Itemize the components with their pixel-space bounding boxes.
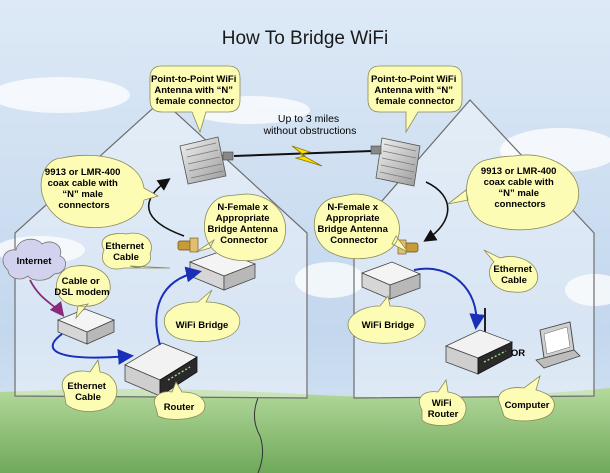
svg-text:N-Female x Appropriate: N-Female x Appropriate Bridge Antenna Co… [207, 202, 280, 246]
svg-text:Ethernet Cable: Ethernet Cable [105, 241, 146, 263]
computer-icon [535, 321, 581, 369]
right-ethernet-callout: Ethernet Cable [483, 249, 539, 293]
svg-text:Computer: Computer [505, 400, 550, 411]
left-coax-callout: 9913 or LMR-400 coax cable with “N” male… [40, 155, 160, 229]
svg-text:Point-to-Point WiFi Ante: Point-to-Point WiFi Antenna with “N” fem… [371, 74, 459, 107]
internet-link [29, 279, 65, 317]
left-coax-cable [147, 178, 185, 237]
lightning-bolt-icon [291, 145, 323, 167]
computer-callout: Computer [498, 374, 555, 422]
svg-text:WiFi Bridge: WiFi Bridge [362, 320, 415, 331]
left-ethernet-cable-top [155, 266, 202, 346]
wifi-router-icon [444, 308, 514, 375]
svg-text:Point-to-Point WiFi Ante: Point-to-Point WiFi Antenna with “N” fem… [151, 74, 239, 107]
right-wifi-bridge-icon [360, 261, 422, 300]
internet-label: Internet [17, 256, 53, 267]
page-title: How To Bridge WiFi [222, 28, 388, 49]
right-coax-cable [423, 181, 449, 242]
router-icon [124, 342, 198, 397]
right-antenna-callout: Point-to-Point WiFi Antenna with “N” fem… [367, 65, 463, 134]
svg-text:WiFi Bridge: WiFi Bridge [176, 320, 229, 331]
svg-text:Ethernet Cable: Ethernet Cable [493, 264, 534, 286]
left-ethernet-cable-bottom [51, 333, 134, 365]
wifi-router-callout: WiFi Router [419, 378, 467, 426]
svg-text:Cable or DSL modem: Cable or DSL modem [54, 276, 109, 298]
right-bridge-callout: WiFi Bridge [347, 295, 426, 344]
left-antenna-icon [179, 136, 234, 185]
left-antenna-callout: Point-to-Point WiFi Antenna with “N” fem… [149, 65, 241, 134]
svg-text:Ethernet Cable: Ethernet Cable [67, 381, 108, 403]
svg-text:9913 or LMR-400 coax cab: 9913 or LMR-400 coax cable with “N” male… [45, 167, 123, 211]
right-coax-callout: 9913 or LMR-400 coax cable with “N” male… [447, 154, 580, 231]
left-ethernet-bottom-callout: Ethernet Cable [61, 358, 118, 412]
modem-callout: Cable or DSL modem [54, 265, 111, 320]
svg-text:N-Female x Appropriate: N-Female x Appropriate Bridge Antenna Co… [317, 202, 390, 246]
left-connector-callout: N-Female x Appropriate Bridge Antenna Co… [195, 193, 286, 262]
svg-text:WiFi Router: WiFi Router [428, 398, 459, 420]
internet-cloud-icon: Internet [2, 238, 67, 281]
right-connector-callout: N-Female x Appropriate Bridge Antenna Co… [313, 193, 409, 260]
modem-icon [56, 308, 116, 345]
property-line [254, 397, 264, 473]
right-ethernet-cable [413, 267, 486, 330]
or-label: OR [511, 348, 525, 359]
svg-text:9913 or LMR-400 coax cab: 9913 or LMR-400 coax cable with “N” male… [481, 166, 559, 210]
left-n-connector-icon [177, 237, 199, 253]
range-note: Up to 3 miles without obstructions [263, 113, 357, 137]
svg-text:Router: Router [164, 402, 195, 413]
right-antenna-icon [370, 137, 421, 187]
left-ethernet-top-callout: Ethernet Cable [101, 232, 171, 270]
router-callout: Router [154, 381, 206, 420]
left-bridge-callout: WiFi Bridge [163, 289, 241, 342]
